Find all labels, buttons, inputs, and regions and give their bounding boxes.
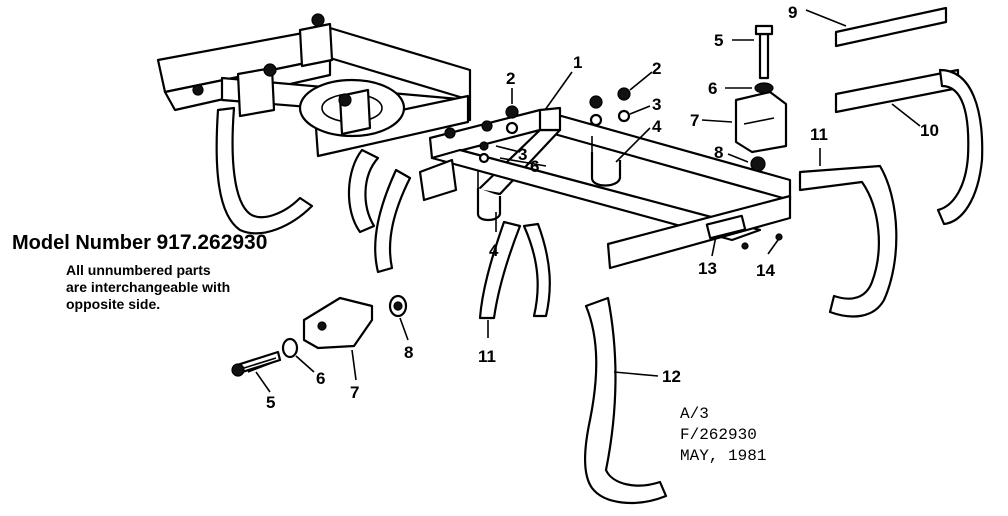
lower-clamp-hardware <box>231 294 408 377</box>
leader-arrows <box>255 9 921 393</box>
stamp-file: F/262930 <box>680 426 757 444</box>
model-number-heading: Model Number 917.262930 <box>12 231 267 255</box>
shank-part-11-left <box>478 220 551 320</box>
callout-13: 13 <box>698 259 717 278</box>
callout-5b: 5 <box>266 393 275 412</box>
callout-9: 9 <box>788 3 797 22</box>
callout-5a: 5 <box>714 31 723 50</box>
main-frame-part-1 <box>418 106 792 270</box>
callout-7a: 7 <box>690 111 699 130</box>
callout-6c: 6 <box>316 369 325 388</box>
note-line-1: All unnumbered parts <box>66 262 211 278</box>
callout-7b: 7 <box>350 383 359 402</box>
callout-4a: 4 <box>652 117 662 136</box>
callout-11b: 11 <box>478 347 496 366</box>
plates-part-9-10 <box>834 6 960 114</box>
callout-numbers: 1 2 2 3 3 4 4 5 5 6 6 6 7 7 8 8 9 10 11 … <box>266 3 939 412</box>
callout-14: 14 <box>756 261 775 280</box>
callout-11a: 11 <box>810 125 828 144</box>
right-shanks <box>798 68 984 318</box>
callout-10: 10 <box>920 121 939 140</box>
u-bolt-part-4 <box>476 136 622 222</box>
callout-8a: 8 <box>714 143 723 162</box>
callout-12: 12 <box>662 367 681 386</box>
drawing-stamp: A/3 F/262930 MAY, 1981 <box>680 404 766 467</box>
note-line-2: are interchangeable with <box>66 279 231 295</box>
note-line-3: opposite side. <box>66 296 161 312</box>
callout-6a: 6 <box>708 79 717 98</box>
model-number-label: Model Number <box>12 232 151 254</box>
callout-8b: 8 <box>404 343 413 362</box>
callout-2a: 2 <box>506 69 515 88</box>
callout-1: 1 <box>573 53 582 72</box>
left-frame-assembly <box>156 13 472 274</box>
model-number-value: 917.262930 <box>156 231 268 254</box>
stamp-date: MAY, 1981 <box>680 447 767 465</box>
interchangeable-note: All unnumbered parts are interchangeable… <box>66 262 230 313</box>
callout-6b: 6 <box>530 157 539 176</box>
callout-2b: 2 <box>652 59 661 78</box>
callout-3b: 3 <box>518 145 527 164</box>
frame-hardware <box>444 87 631 164</box>
callout-4b: 4 <box>489 241 499 260</box>
stamp-sheet: A/3 <box>680 405 709 423</box>
callout-3a: 3 <box>652 95 661 114</box>
shank-part-12 <box>583 296 668 505</box>
upper-clamp-hardware <box>734 24 788 172</box>
